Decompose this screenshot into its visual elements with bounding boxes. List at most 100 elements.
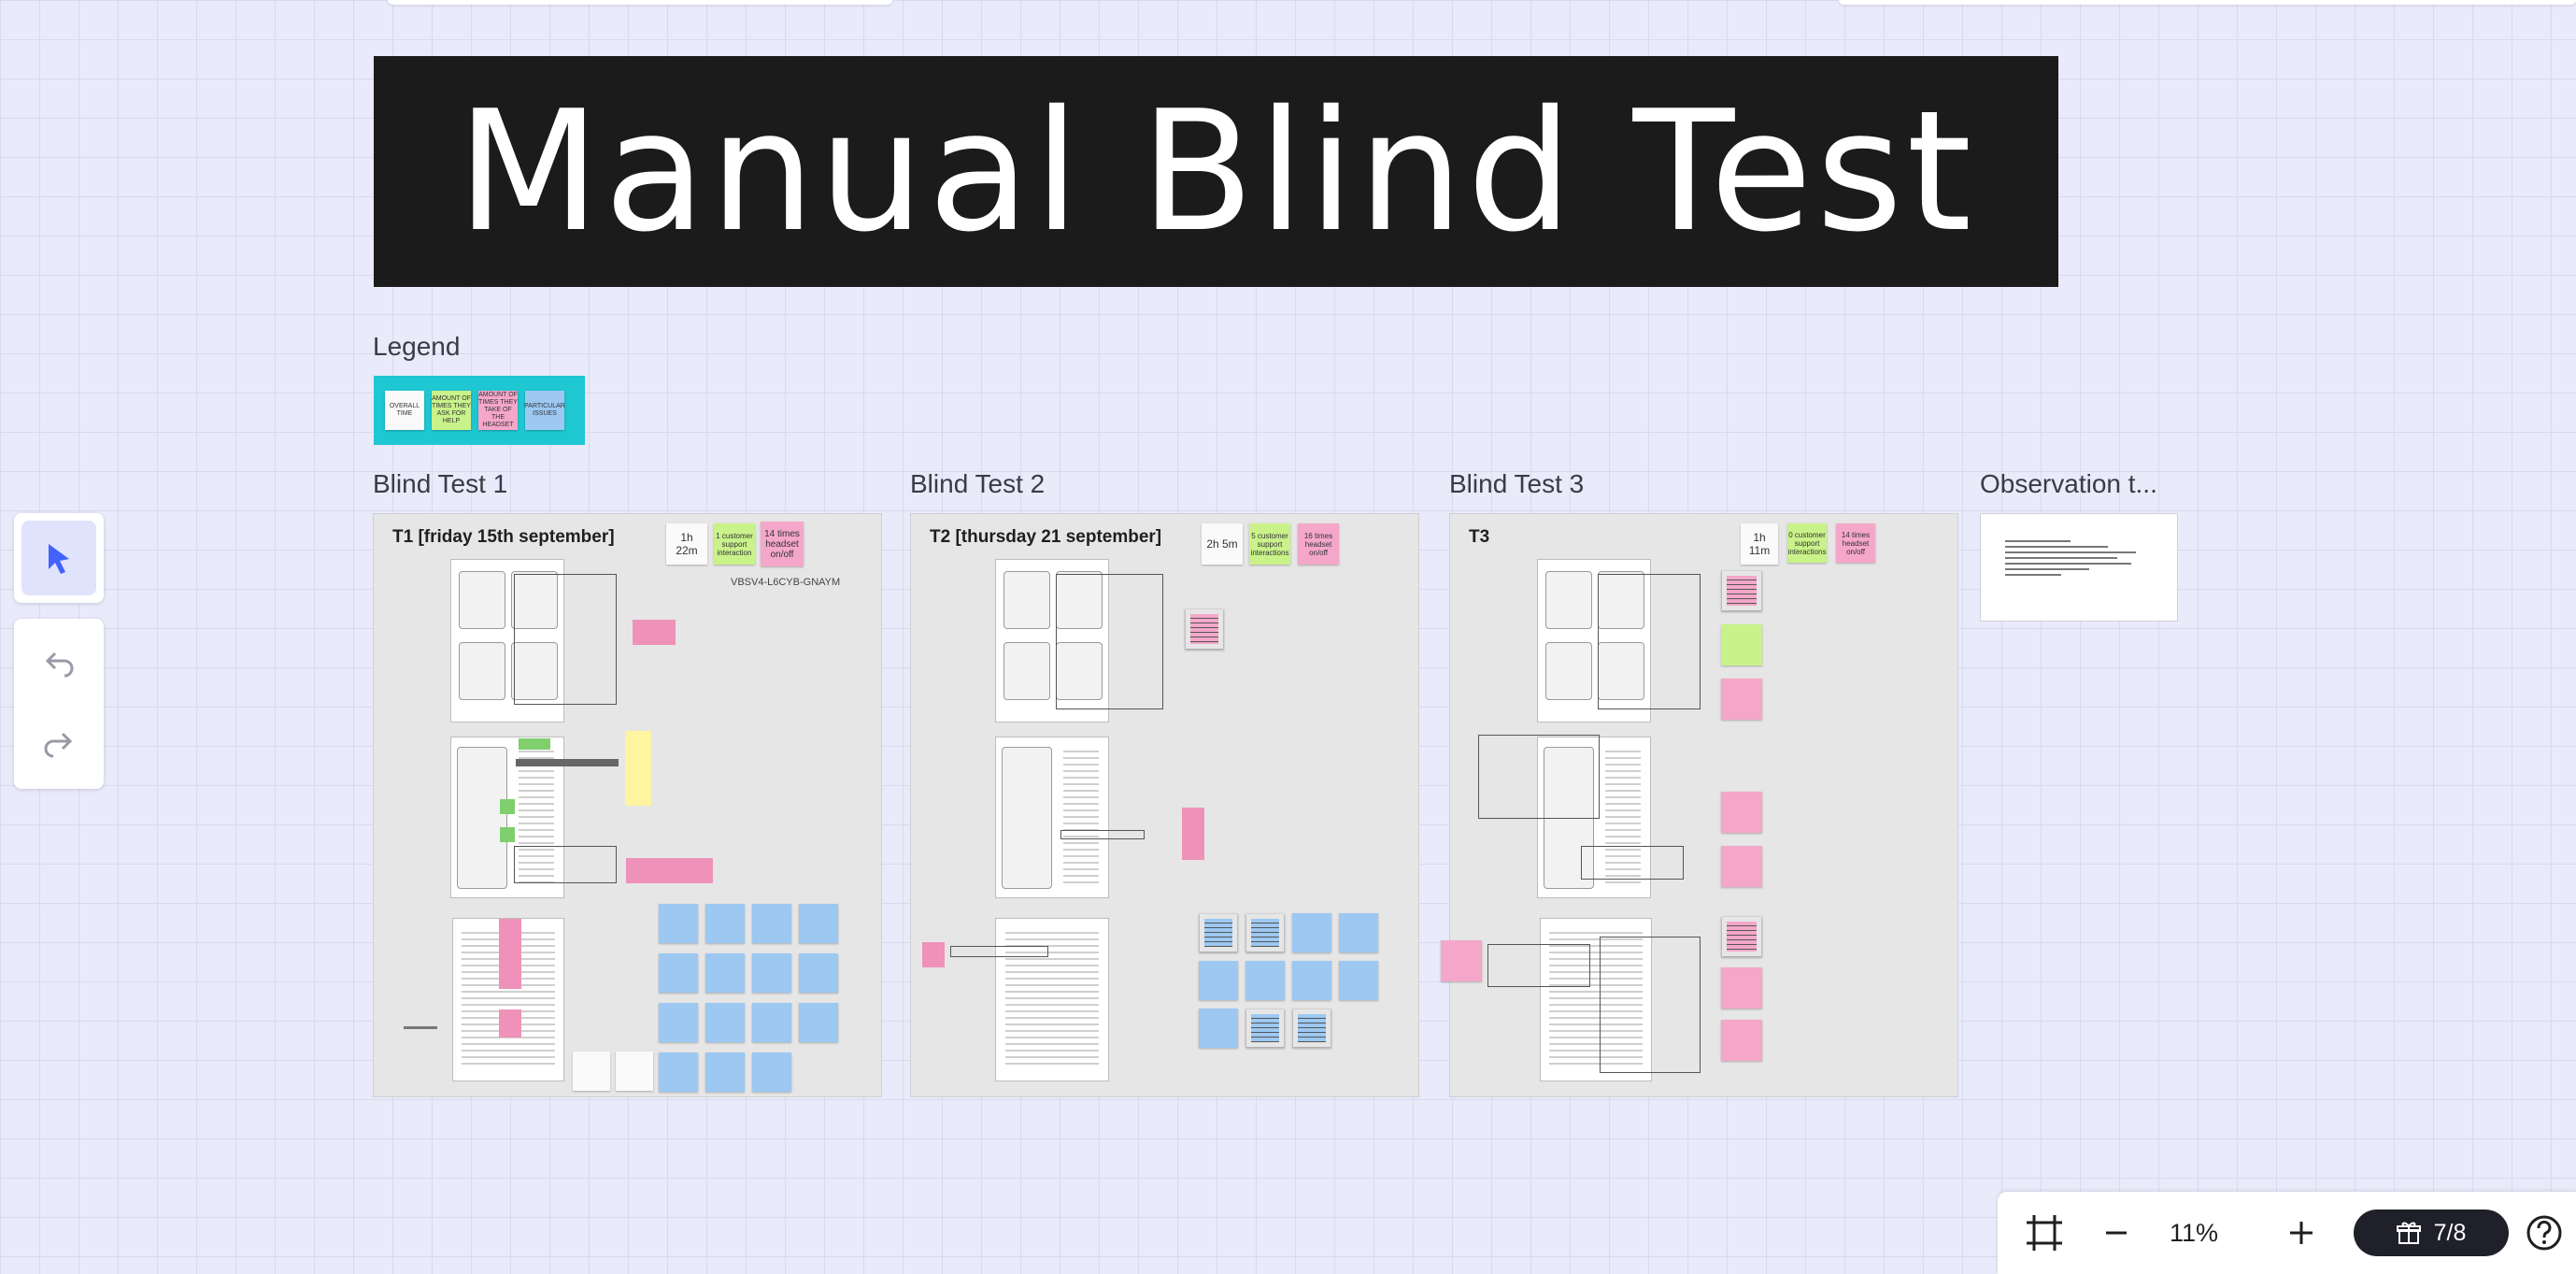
sticky-pink[interactable] xyxy=(1721,846,1762,887)
annotation-box[interactable] xyxy=(1581,846,1684,880)
sticky-issue[interactable] xyxy=(1245,1009,1285,1048)
sticky-support[interactable]: 5 customer support interactions xyxy=(1249,523,1290,565)
sticky-support[interactable]: 0 customer support interactions xyxy=(1787,523,1827,563)
sticky-issue[interactable] xyxy=(752,1003,791,1042)
sticky-issue[interactable] xyxy=(1245,961,1285,1000)
sticky-pink[interactable] xyxy=(1721,967,1762,1009)
sticky-pink[interactable] xyxy=(1721,1020,1762,1061)
sticky-issue[interactable] xyxy=(752,953,791,993)
frames-button[interactable] xyxy=(2018,1210,2071,1256)
sticky-pink[interactable] xyxy=(626,858,713,883)
highlight-pink[interactable] xyxy=(499,919,521,989)
sticky-issue[interactable] xyxy=(705,1052,745,1092)
sticky-yellow[interactable] xyxy=(625,731,651,806)
annotation-box[interactable] xyxy=(1600,937,1701,1073)
sticky-issue[interactable] xyxy=(1292,1009,1331,1048)
sticky-headset[interactable]: 16 times headset on/off xyxy=(1298,523,1339,565)
sticky-issue[interactable] xyxy=(1199,913,1238,952)
sticky-note[interactable] xyxy=(573,1052,610,1091)
sticky-pink[interactable] xyxy=(1185,608,1224,650)
help-button[interactable] xyxy=(2521,1210,2568,1256)
legend-note-help[interactable]: AMOUNT OF TIMES THEY ASK FOR HELP xyxy=(432,391,471,430)
select-tool-panel xyxy=(14,513,104,603)
sticky-issue[interactable] xyxy=(1339,913,1378,952)
sticky-support[interactable]: 1 customer support interaction xyxy=(714,523,755,565)
offscreen-card xyxy=(1839,0,2576,5)
sticky-issue[interactable] xyxy=(799,953,838,993)
zoom-level[interactable]: 11% xyxy=(2169,1218,2219,1247)
sticky-pink[interactable] xyxy=(1182,808,1204,860)
sticky-overall-time[interactable]: 1h 11m xyxy=(1741,523,1778,565)
annotation-box[interactable] xyxy=(514,574,617,705)
sticky-pink[interactable] xyxy=(633,620,676,645)
highlight-pink[interactable] xyxy=(499,1009,521,1038)
sticky-pink[interactable] xyxy=(1721,916,1762,957)
annotation-box[interactable] xyxy=(950,946,1048,957)
sticky-green[interactable] xyxy=(1721,624,1762,666)
sticky-issue[interactable] xyxy=(799,904,838,943)
annotation-box[interactable] xyxy=(1478,735,1600,819)
zoom-out-button[interactable] xyxy=(2093,1210,2140,1256)
legend-box[interactable]: OVERALL TIME AMOUNT OF TIMES THEY ASK FO… xyxy=(374,376,585,445)
sticky-issue[interactable] xyxy=(705,1003,745,1042)
sticky-issue[interactable] xyxy=(659,904,698,943)
counter-label: 7/8 xyxy=(2433,1219,2467,1246)
sticky-pink[interactable] xyxy=(922,942,945,967)
sticky-headset[interactable]: 14 times headset on/off xyxy=(761,522,804,566)
sticky-issue[interactable] xyxy=(1292,961,1331,1000)
legend-note-time[interactable]: OVERALL TIME xyxy=(385,391,424,430)
sticky-note[interactable] xyxy=(616,1052,653,1091)
undo-button[interactable] xyxy=(21,626,96,701)
section-label-blind-test-1: Blind Test 1 xyxy=(373,469,508,498)
manual-page[interactable] xyxy=(1537,559,1651,723)
manual-page[interactable] xyxy=(450,737,564,898)
redo-button[interactable] xyxy=(21,707,96,781)
frame-blind-test-2[interactable]: T2 [thursday 21 september] 2h 5m 5 custo… xyxy=(910,513,1419,1097)
sticky-issue[interactable] xyxy=(1292,913,1331,952)
annotation-box[interactable] xyxy=(1060,830,1145,839)
highlight-green[interactable] xyxy=(500,827,515,842)
sticky-pink[interactable] xyxy=(1441,940,1482,981)
manual-page[interactable] xyxy=(995,918,1109,1081)
highlight-bar[interactable] xyxy=(516,759,619,766)
upgrade-counter-button[interactable]: 7/8 xyxy=(2354,1210,2509,1256)
frame-blind-test-3[interactable]: T3 1h 11m 0 customer support interaction… xyxy=(1441,513,1958,1097)
manual-page[interactable] xyxy=(995,559,1109,723)
sticky-issue[interactable] xyxy=(752,904,791,943)
sticky-issue[interactable] xyxy=(1339,961,1378,1000)
sticky-pink[interactable] xyxy=(1721,792,1762,833)
observation-frame[interactable] xyxy=(1980,513,2178,622)
title-banner[interactable]: Manual Blind Test xyxy=(374,56,2058,287)
sticky-issue[interactable] xyxy=(705,953,745,993)
zoom-in-button[interactable] xyxy=(2278,1210,2325,1256)
manual-page[interactable] xyxy=(1540,918,1652,1081)
sticky-issue[interactable] xyxy=(659,953,698,993)
manual-page[interactable] xyxy=(995,737,1109,898)
sticky-issue[interactable] xyxy=(1199,961,1238,1000)
sticky-overall-time[interactable]: 2h 5m xyxy=(1202,523,1243,565)
highlight-green[interactable] xyxy=(500,799,515,814)
legend-note-headset[interactable]: AMOUNT OF TIMES THEY TAKE OF THE HEADSET xyxy=(478,391,518,430)
legend-note-issues[interactable]: PARTICULAR ISSUES xyxy=(524,391,565,430)
annotation-box[interactable] xyxy=(1598,574,1701,709)
sticky-issue[interactable] xyxy=(705,904,745,943)
sticky-pink[interactable] xyxy=(1721,679,1762,720)
highlight-green[interactable] xyxy=(519,738,550,750)
sticky-issue[interactable] xyxy=(659,1003,698,1042)
manual-page[interactable] xyxy=(450,559,564,723)
annotation-box[interactable] xyxy=(514,846,617,883)
sticky-issue[interactable] xyxy=(1199,1009,1238,1048)
annotation-box[interactable] xyxy=(1487,944,1590,987)
sticky-headset[interactable]: 14 times headset on/off xyxy=(1836,523,1875,563)
sticky-pink[interactable] xyxy=(1721,570,1762,611)
frame-blind-test-1[interactable]: T1 [friday 15th september] 1h 22m 1 cust… xyxy=(373,513,882,1097)
sticky-issue[interactable] xyxy=(799,1003,838,1042)
sticky-issue[interactable] xyxy=(659,1052,698,1092)
annotation-box[interactable] xyxy=(1056,574,1163,709)
sticky-overall-time[interactable]: 1h 22m xyxy=(666,523,707,565)
section-label-observation: Observation t... xyxy=(1980,469,2157,498)
select-tool-button[interactable] xyxy=(21,521,96,595)
sticky-issue[interactable] xyxy=(1245,913,1285,952)
frame-title: T1 [friday 15th september] xyxy=(392,527,615,547)
sticky-issue[interactable] xyxy=(752,1052,791,1092)
